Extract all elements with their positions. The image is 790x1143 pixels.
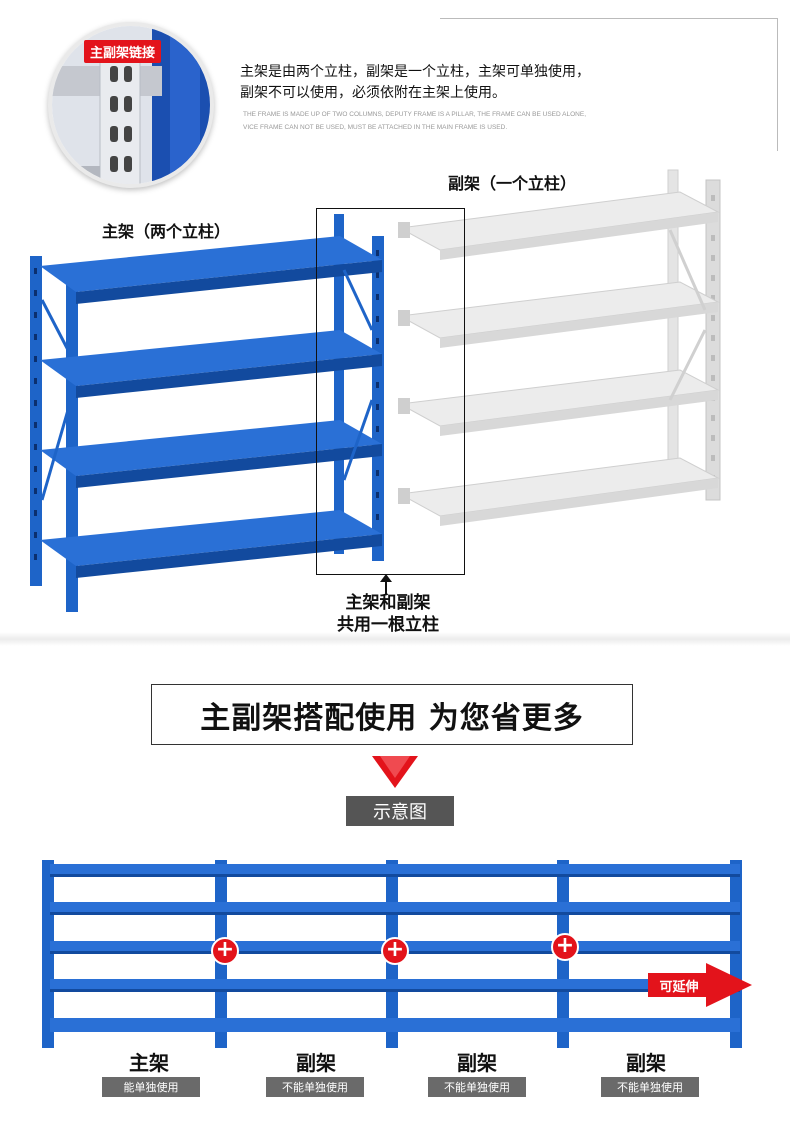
chevron-down-icon — [372, 756, 418, 788]
column-label-sub-2: 副架 — [457, 1051, 497, 1075]
description-frame — [440, 18, 778, 151]
column-tag-sub-3: 不能单独使用 — [601, 1077, 699, 1097]
main-frame-label: 主架（两个立柱） — [102, 222, 231, 241]
sub-frame-image — [398, 169, 721, 526]
extend-label: 可延伸 — [659, 980, 699, 995]
column-tag-sub-2: 不能单独使用 — [428, 1077, 526, 1097]
sub-frame-label: 副架（一个立柱） — [448, 174, 577, 193]
shelf-illustration — [30, 169, 721, 612]
connection-tag: 主副架链接 — [84, 40, 162, 63]
connection-detail-image — [48, 22, 214, 188]
description-line-2: 副架不可以使用，必须依附在主架上使用。 — [240, 85, 506, 101]
plus-icon: + — [211, 937, 239, 965]
arrow-right-icon — [648, 963, 752, 1007]
shared-column-label: 主架和副架 共用一根立柱 — [318, 592, 458, 636]
shared-label-line-1: 主架和副架 — [345, 593, 431, 613]
description-text: 主架是由两个立柱，副架是一个立柱，主架可单独使用， 副架不可以使用，必须依附在主… — [240, 62, 660, 104]
description-en-line-1: THE FRAME IS MADE UP OF TWO COLUMNS, DEP… — [243, 111, 587, 118]
plus-icon: + — [551, 933, 579, 961]
shared-label-line-2: 共用一根立柱 — [337, 615, 439, 635]
diagram-tag: 示意图 — [346, 796, 454, 826]
column-tag-sub-1: 不能单独使用 — [266, 1077, 364, 1097]
headline: 主副架搭配使用 为您省更多 — [200, 700, 584, 736]
shared-column-pointer — [385, 577, 387, 595]
description-english: THE FRAME IS MADE UP OF TWO COLUMNS, DEP… — [243, 108, 663, 134]
column-label-main: 主架 — [129, 1051, 169, 1075]
plus-icon: + — [381, 937, 409, 965]
column-label-sub-3: 副架 — [626, 1051, 666, 1075]
description-en-line-2: VICE FRAME CAN NOT BE USED, MUST BE ATTA… — [243, 124, 508, 131]
section-divider — [0, 632, 790, 646]
column-tag-main: 能单独使用 — [102, 1077, 200, 1097]
shared-column-highlight — [316, 208, 465, 575]
headline-box: 主副架搭配使用 为您省更多 — [151, 684, 633, 745]
description-line-1: 主架是由两个立柱，副架是一个立柱，主架可单独使用， — [240, 64, 590, 80]
column-label-sub-1: 副架 — [296, 1051, 336, 1075]
main-frame-image — [30, 214, 384, 612]
